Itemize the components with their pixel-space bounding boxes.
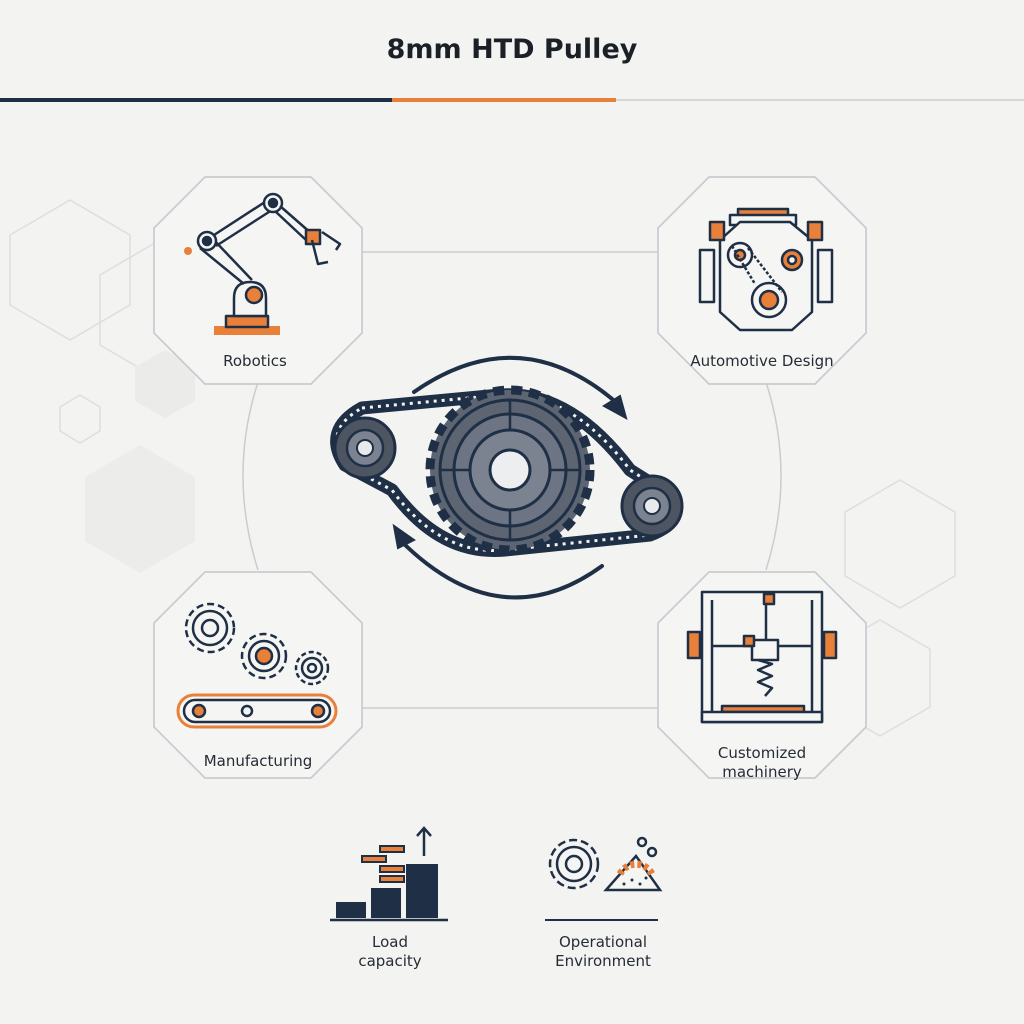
label-automotive: Automotive Design — [690, 352, 834, 370]
htd-pulley-assembly — [330, 385, 684, 557]
header-rule — [0, 98, 1024, 102]
gears-conveyor-icon — [176, 602, 338, 729]
label-customized: Customized machinery — [664, 744, 860, 782]
label-load-line2: capacity — [358, 952, 422, 970]
label-robotics: Robotics — [223, 352, 287, 370]
htd-pulley-icon — [425, 385, 595, 555]
idler-pulley-right-icon — [620, 474, 684, 538]
environment-icon — [545, 836, 663, 921]
rotation-arrows — [392, 355, 628, 600]
page-title: 8mm HTD Pulley — [386, 34, 638, 65]
label-environment-line1: Operational — [558, 933, 647, 951]
custom-machine-icon — [686, 590, 838, 724]
label-load-capacity: Load capacity — [320, 933, 460, 971]
label-load-line1: Load — [372, 933, 408, 951]
engine-icon — [698, 207, 834, 332]
label-manufacturing: Manufacturing — [203, 752, 313, 770]
label-customized-line1: Customized — [717, 744, 807, 762]
load-capacity-icon — [330, 826, 448, 922]
label-customized-line2: machinery — [722, 763, 802, 781]
robotic-arm-icon — [184, 192, 342, 335]
rotation-arrow-bottom — [398, 538, 604, 600]
rotation-arrow-top — [412, 355, 620, 406]
label-environment-line2: Environment — [555, 952, 651, 970]
connector-lines — [242, 251, 782, 709]
idler-pulley-left-icon — [333, 416, 397, 480]
label-environment: Operational Environment — [530, 933, 676, 971]
